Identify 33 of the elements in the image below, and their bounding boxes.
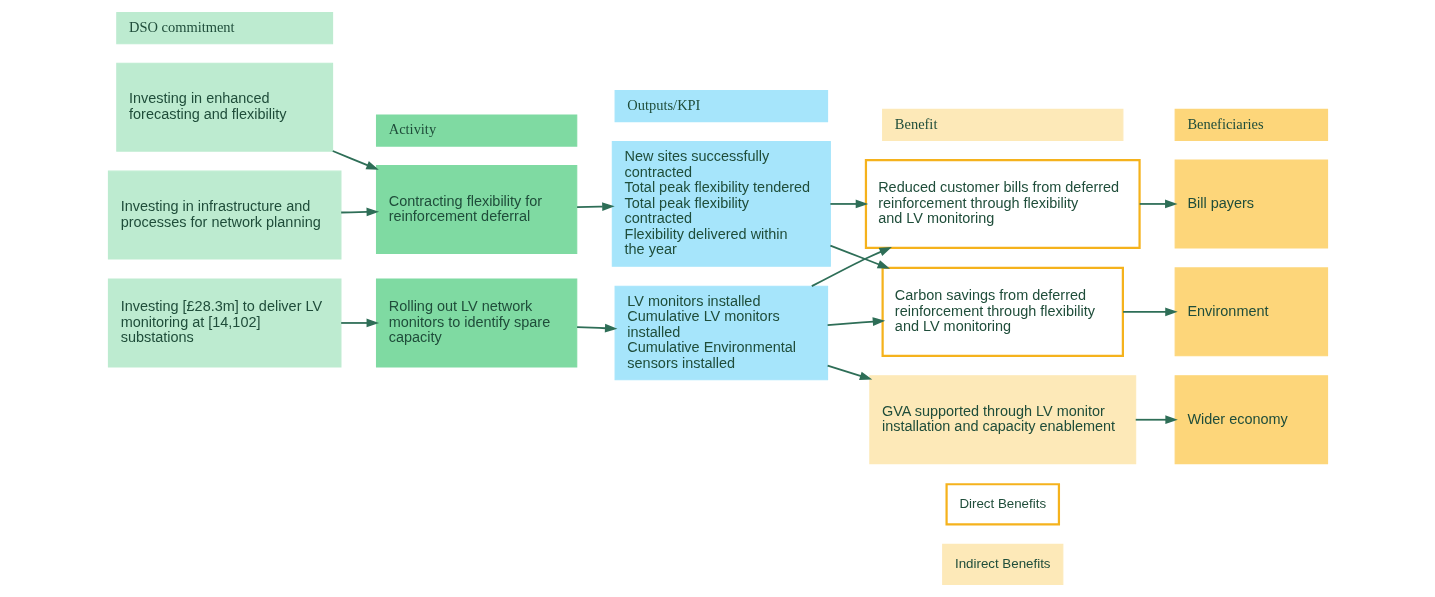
node-box: Activity	[375, 114, 577, 147]
arrow	[1138, 199, 1178, 209]
node-box: Carbon savings from deferred reinforcement through flexibility and LV monitoring	[881, 266, 1124, 357]
node-box: Outputs/KPI	[614, 89, 828, 123]
node-box: GVA supported through LV monitor installation and capacity enablement	[868, 375, 1136, 465]
node-box: Reduced customer bills from deferred reinforcement through flexibility and LV monitoring	[864, 158, 1141, 249]
legend-label: Indirect Benefits	[954, 555, 1051, 571]
arrow	[575, 323, 617, 333]
legend-label: Direct Benefits	[958, 495, 1046, 511]
arrow	[339, 318, 379, 328]
arrow	[1134, 415, 1178, 425]
arrow	[826, 317, 885, 326]
arrow	[829, 244, 890, 269]
arrow	[829, 199, 868, 209]
arrow	[826, 364, 872, 380]
node-box: DSO commitment	[115, 12, 333, 45]
node-box: LV monitors installed Cumulative LV monitors installed Cumulative Environmental sensors installed	[614, 285, 828, 381]
node-box: Environment	[1174, 267, 1328, 357]
node-box: Investing in infrastructure and processes for network planning	[107, 170, 341, 260]
arrow	[339, 207, 379, 217]
node-box: Bill payers	[1174, 159, 1328, 249]
arrow	[1121, 307, 1178, 317]
node-box: Rolling out LV network monitors to identify spare capacity	[375, 278, 577, 368]
node-box: Investing in enhanced forecasting and flexibility	[115, 62, 333, 152]
node-box: Benefit	[881, 108, 1123, 142]
arrow	[331, 150, 379, 170]
arrow	[810, 246, 892, 288]
node-box: Investing [£28.3m] to deliver LV monitoring at [14,102] substations	[107, 278, 341, 368]
node-box: New sites successfully contracted Total peak flexibility tendered Total peak flexibility contracted Flexibility delivered within the year	[611, 141, 831, 267]
node-box: Wider economy	[1174, 375, 1328, 465]
node-box: Contracting flexibility for reinforcement deferral	[375, 165, 577, 254]
arrow	[575, 202, 615, 212]
node-box: Beneficiaries	[1174, 108, 1328, 142]
